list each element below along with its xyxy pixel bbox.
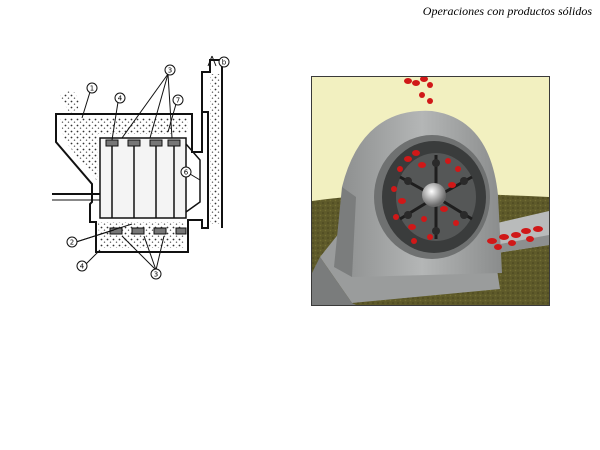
callout-outlet-b: b <box>222 59 227 67</box>
callout-2: 2 <box>70 239 74 247</box>
callout-7: 7 <box>176 97 180 105</box>
callout-4-top: 4 <box>118 95 123 103</box>
grinding-chamber <box>99 137 187 219</box>
housing-outline <box>55 111 209 253</box>
mill-cross-section-diagram: 1 2 3 3 4 4 6 7 b <box>52 55 230 280</box>
callout-3-bottom: 3 <box>154 271 158 279</box>
page-header-title: Operaciones con productos sólidos <box>422 4 592 18</box>
callout-4-bottom: 4 <box>80 263 85 271</box>
mill-3d-render <box>311 76 550 306</box>
red-particles <box>391 77 543 250</box>
callout-6: 6 <box>184 169 189 177</box>
mill-render-svg <box>312 77 549 305</box>
callout-1: 1 <box>90 85 94 93</box>
rotor-hub <box>422 183 446 207</box>
callout-3-top: 3 <box>168 67 172 75</box>
